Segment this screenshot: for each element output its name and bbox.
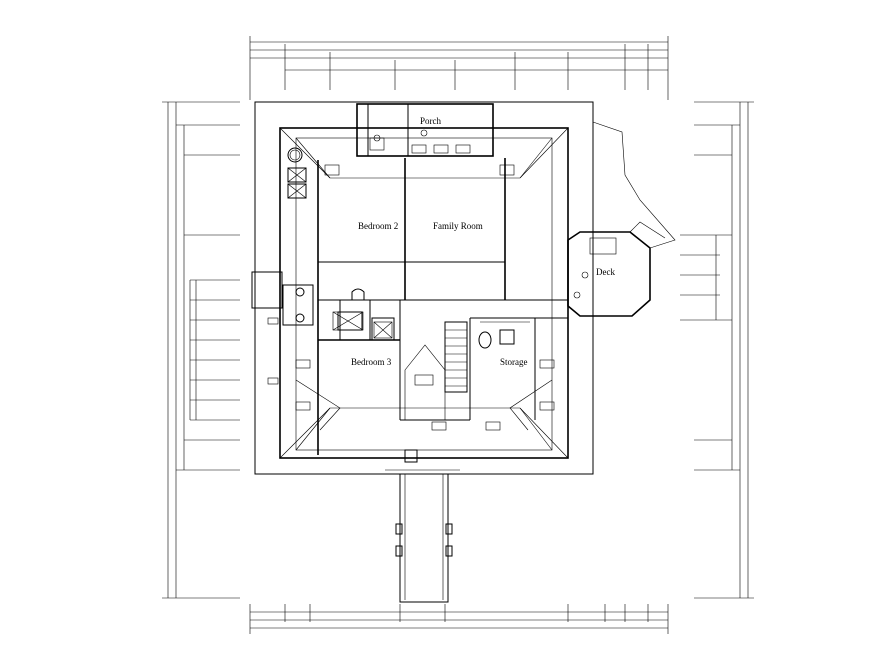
deck <box>567 121 676 317</box>
stairs <box>404 321 468 421</box>
room-label-family-room: Family Room <box>433 221 483 231</box>
storage-fixtures <box>478 321 530 349</box>
top-dimension-lines <box>249 36 669 100</box>
right-dimension-lines <box>680 101 754 599</box>
annotation-marks <box>267 129 617 431</box>
room-label-deck: Deck <box>596 267 615 277</box>
bath-fixtures <box>251 147 393 339</box>
room-label-storage: Storage <box>500 357 528 367</box>
room-label-bedroom-3: Bedroom 3 <box>351 357 392 367</box>
building-outline <box>254 101 594 475</box>
bottom-dimension-lines <box>249 604 669 634</box>
left-dimension-lines <box>162 101 240 599</box>
room-label-bedroom-2: Bedroom 2 <box>358 221 398 231</box>
interior-walls <box>317 158 568 455</box>
walkway <box>385 449 460 603</box>
room-label-porch: Porch <box>420 116 441 126</box>
